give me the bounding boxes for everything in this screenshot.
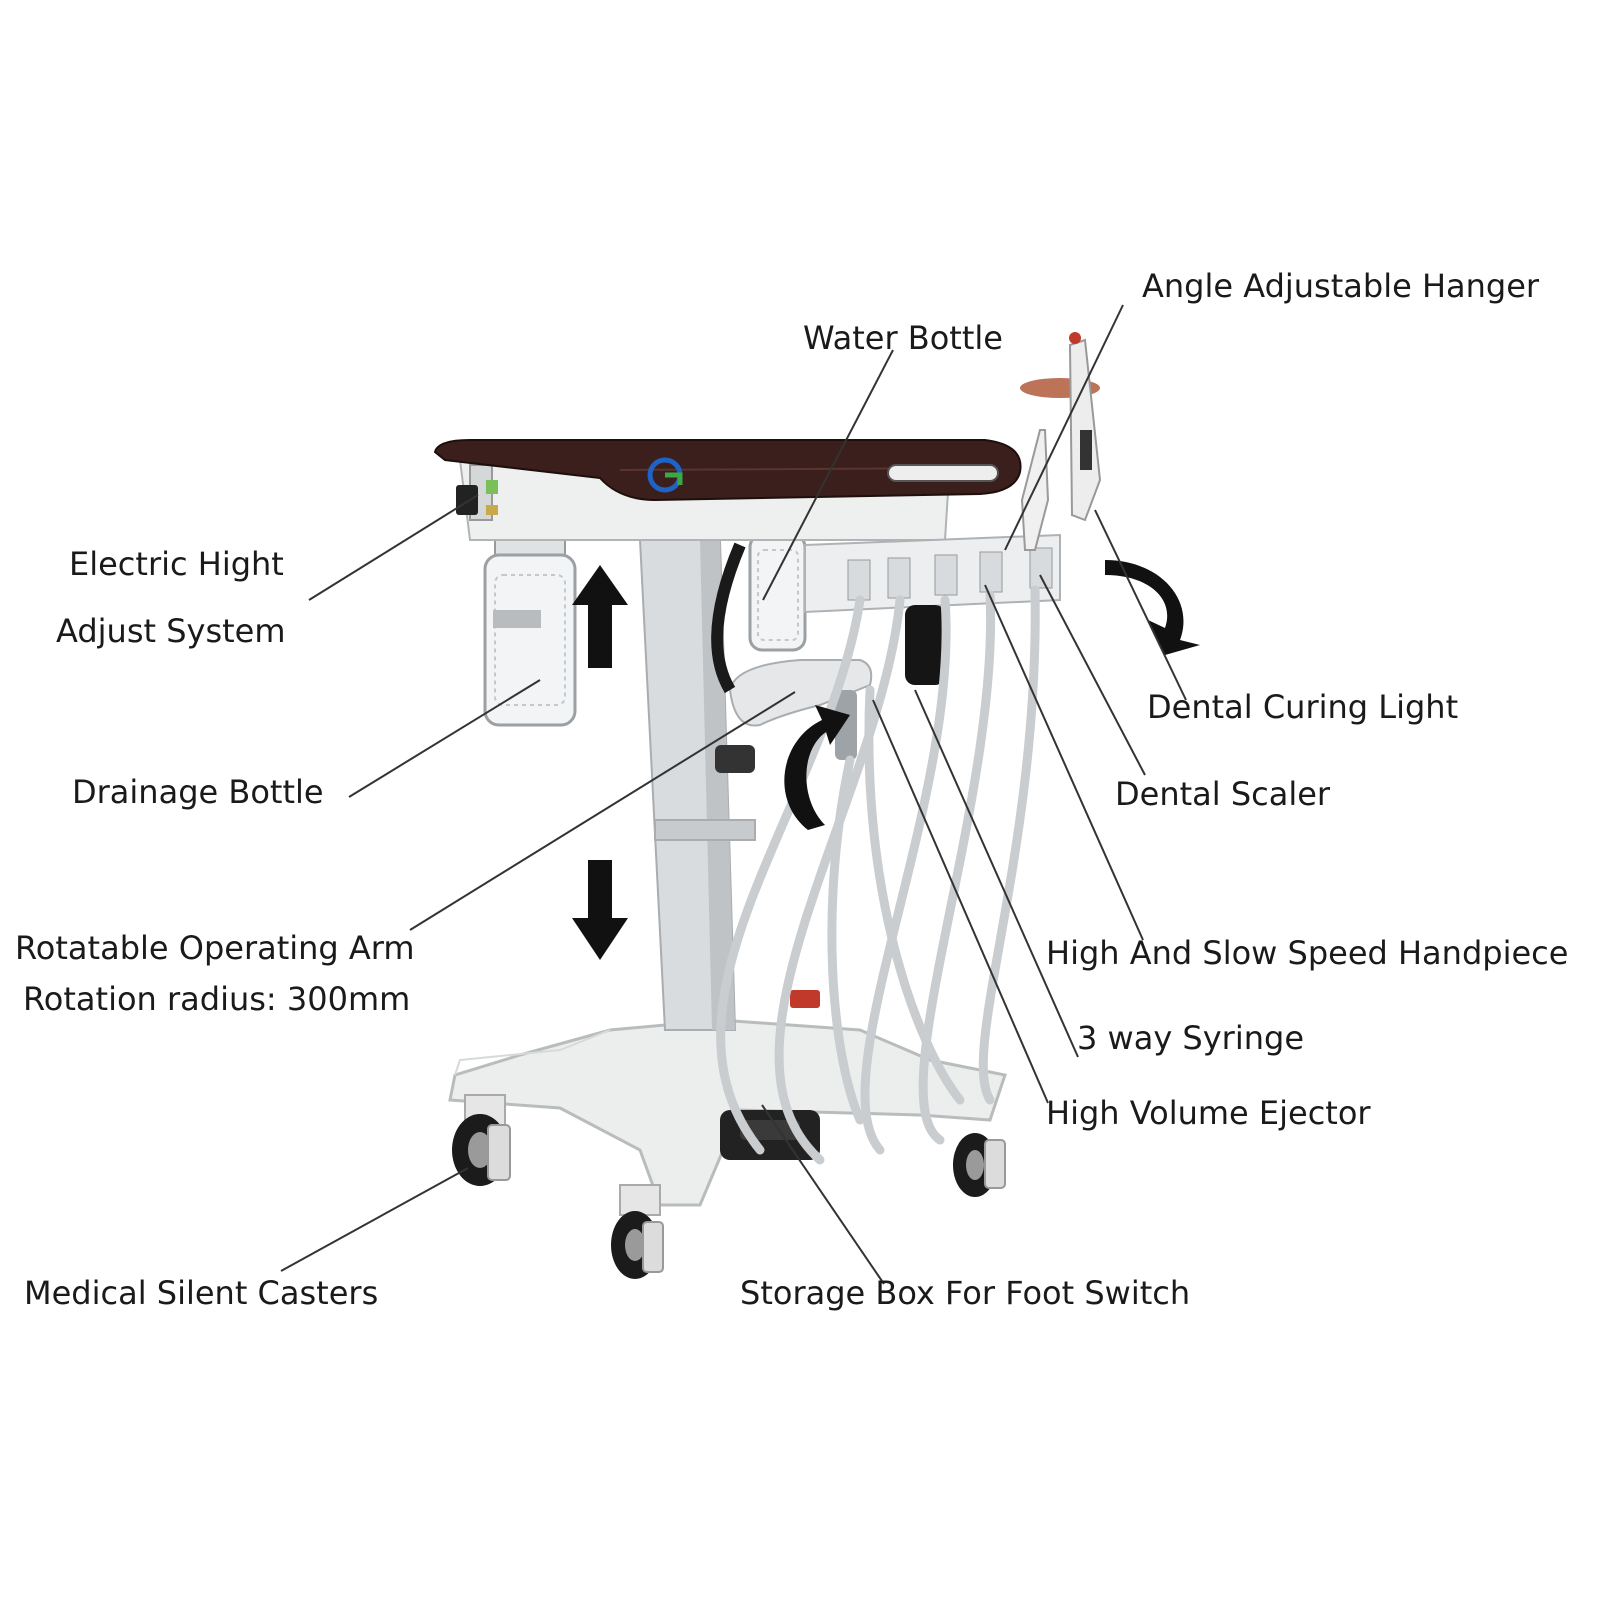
label-ejector: High Volume Ejector	[1046, 1094, 1371, 1132]
label-syringe: 3 way Syringe	[1077, 1019, 1304, 1057]
arm-rotation-arrow-icon	[784, 705, 850, 830]
height-down-arrow-icon	[572, 860, 628, 960]
label-angle-adjustable-hanger: Angle Adjustable Hanger	[1142, 267, 1540, 305]
caster-rear-right	[953, 1133, 1006, 1197]
label-dental-scaler: Dental Scaler	[1115, 775, 1331, 813]
leader-line-casters	[280, 1167, 469, 1272]
drainage-bottle	[483, 534, 577, 727]
height-up-arrow-icon	[572, 565, 628, 668]
label-handpiece: High And Slow Speed Handpiece	[1046, 934, 1569, 972]
leader-line-electric-height	[308, 494, 479, 601]
label-electric-height-line2: Adjust System	[56, 612, 286, 650]
tray-top	[433, 439, 1022, 502]
leader-lines	[280, 304, 1187, 1285]
leader-line-curing-light	[1094, 509, 1187, 701]
leader-line-handpiece	[984, 584, 1144, 941]
label-electric-height-line1: Electric Hight	[69, 545, 284, 583]
leader-line-syringe	[914, 689, 1079, 1058]
label-water-bottle: Water Bottle	[803, 319, 1003, 357]
leader-line-scaler	[1039, 574, 1146, 776]
hanger-rotation-arrow-icon	[1105, 560, 1200, 655]
label-rotatable-arm-line1: Rotatable Operating Arm	[15, 929, 415, 967]
label-drainage-bottle: Drainage Bottle	[72, 773, 324, 811]
leader-line-ejector	[872, 699, 1049, 1104]
label-storage-box: Storage Box For Foot Switch	[740, 1274, 1191, 1312]
instrument-hoses	[716, 585, 1040, 1165]
leader-line-storage-box	[761, 1104, 885, 1285]
rotatable-operating-arm	[711, 542, 873, 760]
leader-line-hanger	[1004, 304, 1124, 551]
leader-line-water-bottle	[762, 349, 894, 601]
lift-column	[638, 539, 820, 1031]
angle-adjustable-hanger	[804, 533, 1061, 685]
caster-front-center	[611, 1184, 664, 1279]
water-bottle	[748, 533, 807, 652]
brand-logo-icon	[647, 457, 683, 493]
leader-line-drainage-bottle	[348, 679, 541, 798]
label-dental-curing-light: Dental Curing Light	[1147, 688, 1459, 726]
label-casters: Medical Silent Casters	[24, 1274, 379, 1312]
leader-line-arm	[409, 691, 796, 931]
label-rotatable-arm-line2: Rotation radius: 300mm	[23, 980, 411, 1018]
